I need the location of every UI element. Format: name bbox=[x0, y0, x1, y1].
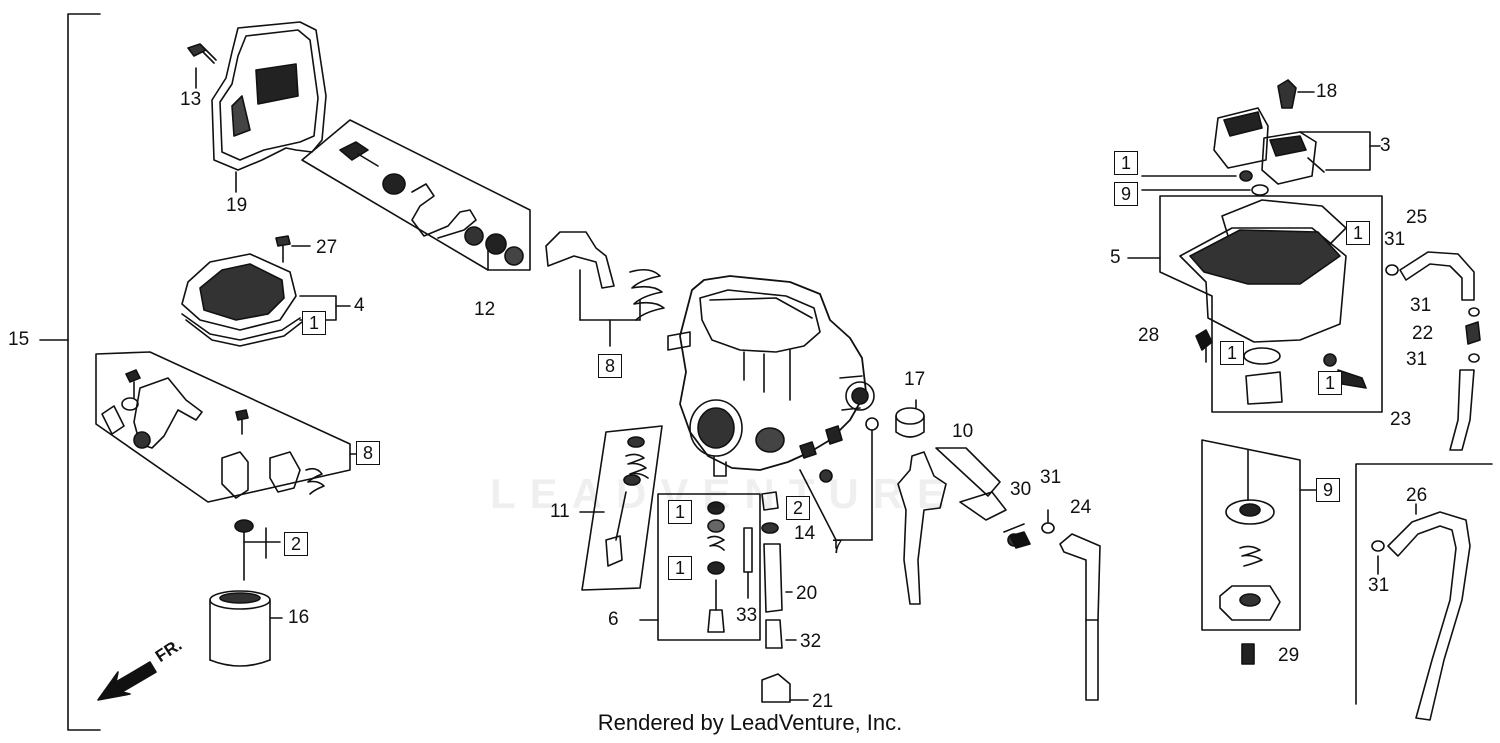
callout-12: 12 bbox=[474, 299, 496, 320]
part-8-shaft-spring bbox=[545, 231, 665, 347]
callout-7: 7 bbox=[832, 537, 843, 558]
callout-boxed-1: 1 bbox=[668, 556, 693, 580]
callout-boxed-1: 1 bbox=[1346, 221, 1371, 245]
callout-boxed-1: 1 bbox=[1220, 341, 1245, 365]
callout-31: 31 bbox=[1040, 467, 1062, 488]
callout-23: 23 bbox=[1390, 409, 1412, 430]
front-arrow-icon bbox=[97, 661, 157, 701]
callout-boxed-1: 1 bbox=[668, 500, 693, 524]
part-3-float bbox=[1141, 107, 1381, 196]
callout-32: 32 bbox=[800, 631, 822, 652]
callout-3: 3 bbox=[1380, 135, 1391, 156]
callout-18: 18 bbox=[1316, 81, 1338, 102]
callout-boxed-9: 9 bbox=[1316, 478, 1341, 502]
part-11-pilot-screw bbox=[579, 425, 663, 591]
callout-13: 13 bbox=[180, 89, 202, 110]
part-31-clip bbox=[1041, 509, 1055, 534]
part-5-float-chamber bbox=[1127, 195, 1383, 413]
callout-19: 19 bbox=[226, 195, 248, 216]
callout-16: 16 bbox=[288, 607, 310, 628]
part-2-needle bbox=[234, 519, 281, 581]
part-26-hose-panel bbox=[1355, 463, 1493, 721]
part-16-throttle-valve bbox=[209, 590, 283, 667]
footer-credit: Rendered by LeadVenture, Inc. bbox=[597, 710, 903, 735]
callout-10: 10 bbox=[952, 421, 974, 442]
callout-boxed-8: 8 bbox=[598, 354, 623, 378]
callout-11: 11 bbox=[550, 501, 570, 522]
callout-5: 5 bbox=[1110, 247, 1121, 268]
part-13-screw bbox=[187, 43, 217, 89]
callout-31: 31 bbox=[1410, 295, 1432, 316]
callout-boxed-1: 1 bbox=[1114, 151, 1139, 175]
assembly-bracket-15 bbox=[67, 13, 101, 731]
callout-27: 27 bbox=[316, 237, 338, 258]
callout-17: 17 bbox=[904, 369, 926, 390]
part-18-float-valve bbox=[1277, 79, 1315, 109]
part-7-bracket bbox=[799, 429, 873, 549]
callout-31: 31 bbox=[1406, 349, 1428, 370]
callout-6: 6 bbox=[608, 609, 619, 630]
callout-22: 22 bbox=[1412, 323, 1434, 344]
part-6-jet-group bbox=[639, 491, 797, 649]
callout-20: 20 bbox=[796, 583, 818, 604]
part-27-screw bbox=[275, 235, 311, 263]
part-24-hose bbox=[1059, 533, 1101, 701]
callout-21: 21 bbox=[812, 691, 834, 712]
callout-boxed-2: 2 bbox=[786, 496, 811, 520]
callout-15: 15 bbox=[8, 329, 30, 350]
callout-26: 26 bbox=[1406, 485, 1428, 506]
callout-33: 33 bbox=[736, 605, 758, 626]
callout-4: 4 bbox=[354, 295, 365, 316]
part-23-hose bbox=[1449, 369, 1475, 451]
part-22-fitting bbox=[1465, 307, 1481, 363]
part-carburetor-body bbox=[667, 275, 879, 477]
part-12-group bbox=[301, 119, 531, 271]
callout-29: 29 bbox=[1278, 645, 1300, 666]
callout-boxed-1: 1 bbox=[302, 311, 327, 335]
callout-30: 30 bbox=[1010, 479, 1032, 500]
callout-boxed-8: 8 bbox=[356, 441, 381, 465]
callout-boxed-1: 1 bbox=[1318, 371, 1343, 395]
part-29-screw bbox=[1241, 643, 1255, 665]
part-21-drain bbox=[761, 673, 809, 703]
watermark: LEADVENTURE bbox=[490, 470, 960, 517]
part-30-screw bbox=[1009, 531, 1031, 549]
callout-28: 28 bbox=[1138, 325, 1160, 346]
callout-24: 24 bbox=[1070, 497, 1092, 518]
callout-31: 31 bbox=[1384, 229, 1406, 250]
callout-boxed-2: 2 bbox=[284, 532, 309, 556]
part-25-hose bbox=[1385, 251, 1475, 301]
callout-boxed-9: 9 bbox=[1114, 182, 1139, 206]
part-17-cap bbox=[895, 399, 925, 438]
part-9-diaphragm-group bbox=[1201, 439, 1317, 631]
callout-14: 14 bbox=[794, 523, 816, 544]
callout-25: 25 bbox=[1406, 207, 1428, 228]
callout-31: 31 bbox=[1368, 575, 1390, 596]
part-8-linkage-group bbox=[95, 351, 357, 503]
part-19-cover bbox=[211, 21, 327, 193]
